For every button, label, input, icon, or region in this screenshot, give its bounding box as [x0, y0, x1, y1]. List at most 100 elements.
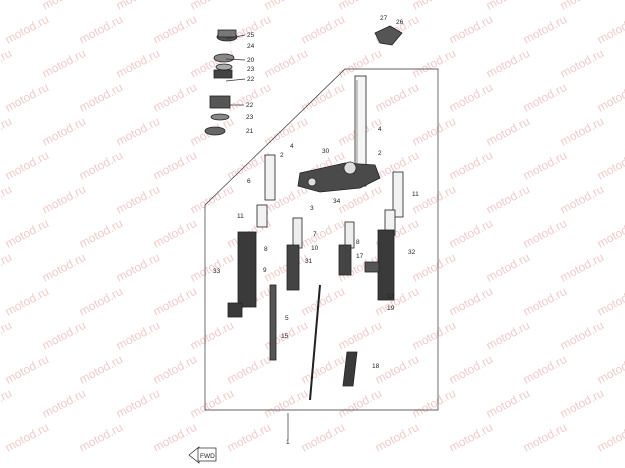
clamp-26 [374, 25, 403, 46]
watermark-text-35: motod.ru [373, 80, 421, 115]
callout-3: 3 [310, 205, 314, 212]
callout-20: 20 [247, 57, 255, 64]
watermark-text-51: motod.ru [77, 148, 125, 183]
watermark-text-38: motod.ru [595, 80, 625, 115]
callout-4b: 4 [378, 126, 382, 133]
watermark-text-17: motod.ru [521, 12, 569, 47]
watermark-text-41: motod.ru [40, 114, 88, 149]
callout-22a: 22 [247, 76, 255, 83]
watermark-text-136: motod.ru [447, 420, 495, 455]
watermark-text-6: motod.ru [410, 0, 458, 13]
watermark-text-57: motod.ru [521, 148, 569, 183]
watermark-text-117: motod.ru [521, 352, 569, 387]
callout-17: 17 [356, 253, 364, 260]
watermark-text-102: motod.ru [114, 318, 162, 353]
watermark-text-26: motod.ru [410, 46, 458, 81]
watermark-text-10: motod.ru [3, 12, 51, 47]
callout-2b: 2 [378, 150, 382, 157]
watermark-text-52: motod.ru [151, 148, 199, 183]
watermark-text-94: motod.ru [299, 284, 347, 319]
callout-31: 31 [305, 258, 313, 265]
watermark-text-105: motod.ru [336, 318, 384, 353]
callout-8a: 8 [264, 246, 268, 253]
watermark-text-58: motod.ru [595, 148, 625, 183]
watermark-text-103: motod.ru [188, 318, 236, 353]
watermark-text-113: motod.ru [225, 352, 273, 387]
watermark-text-87: motod.ru [484, 250, 532, 285]
callout-4a: 4 [290, 143, 294, 150]
watermark-text-5: motod.ru [336, 0, 384, 13]
watermark-text-112: motod.ru [151, 352, 199, 387]
watermark-text-122: motod.ru [114, 386, 162, 421]
watermark-text-135: motod.ru [373, 420, 421, 455]
watermark-text-12: motod.ru [151, 12, 199, 47]
fork-seal-18 [342, 351, 358, 387]
watermark-text-132: motod.ru [151, 420, 199, 455]
watermark-text-121: motod.ru [40, 386, 88, 421]
watermark-text-18: motod.ru [595, 12, 625, 47]
watermark-text-127: motod.ru [484, 386, 532, 421]
watermark-text-28: motod.ru [558, 46, 606, 81]
watermark-text-62: motod.ru [114, 182, 162, 217]
watermark-text-31: motod.ru [77, 80, 125, 115]
callout-2a: 2 [280, 152, 284, 159]
watermark-text-110: motod.ru [3, 352, 51, 387]
watermark-text-92: motod.ru [151, 284, 199, 319]
leader-lines [225, 34, 289, 440]
watermark-text-22: motod.ru [114, 46, 162, 81]
watermark-text-4: motod.ru [262, 0, 310, 13]
watermark-text-13: motod.ru [225, 12, 273, 47]
head-bearing-parts [204, 29, 238, 136]
watermark-text-83: motod.ru [188, 250, 236, 285]
watermark-text-47: motod.ru [484, 114, 532, 149]
watermark-text-27: motod.ru [484, 46, 532, 81]
callout-7: 7 [313, 231, 317, 238]
watermark-text-130: motod.ru [3, 420, 51, 455]
watermark-text-50: motod.ru [3, 148, 51, 183]
watermark-text-84: motod.ru [262, 250, 310, 285]
front-marker-label: FWD [200, 453, 215, 460]
watermark-text-134: motod.ru [299, 420, 347, 455]
watermark-text-88: motod.ru [558, 250, 606, 285]
watermark-text-138: motod.ru [595, 420, 625, 455]
callout-32: 32 [408, 249, 416, 256]
watermark-text-21: motod.ru [40, 46, 88, 81]
watermark-text-101: motod.ru [40, 318, 88, 353]
left-fork-assembly [227, 154, 277, 361]
callout-8b: 8 [356, 239, 360, 246]
watermark-text-124: motod.ru [262, 386, 310, 421]
watermark-text-97: motod.ru [521, 284, 569, 319]
watermark-text-1: motod.ru [40, 0, 88, 13]
watermark-text-120: motod.ru [0, 386, 14, 421]
watermark-text-81: motod.ru [40, 250, 88, 285]
callout-30: 30 [322, 148, 330, 155]
watermark-text-100: motod.ru [0, 318, 14, 353]
callout-24: 24 [247, 43, 255, 50]
watermark-text-118: motod.ru [595, 352, 625, 387]
watermark-text-137: motod.ru [521, 420, 569, 455]
callout-23a: 23 [247, 66, 255, 73]
callout-5: 5 [285, 315, 289, 322]
watermark-text-30: motod.ru [3, 80, 51, 115]
callout-21: 21 [246, 128, 254, 135]
callout-1: 1 [286, 439, 290, 446]
callout-11b: 11 [412, 191, 419, 198]
watermark-text-131: motod.ru [77, 420, 125, 455]
watermark-text-115: motod.ru [373, 352, 421, 387]
watermark-text-61: motod.ru [40, 182, 88, 217]
watermark-text-123: motod.ru [188, 386, 236, 421]
callout-13: 13 [387, 293, 395, 300]
watermark-text-67: motod.ru [484, 182, 532, 217]
watermark-text-90: motod.ru [3, 284, 51, 319]
callout-11a: 11 [237, 213, 244, 220]
callout-10: 10 [311, 245, 319, 252]
callout-18: 18 [372, 363, 380, 370]
callout-9: 9 [263, 267, 267, 274]
watermark-text-37: motod.ru [521, 80, 569, 115]
watermark-text-77: motod.ru [521, 216, 569, 251]
watermark-text-96: motod.ru [447, 284, 495, 319]
right-fork-assembly [364, 171, 404, 301]
watermark-text-72: motod.ru [151, 216, 199, 251]
assembly-outline [204, 68, 439, 411]
